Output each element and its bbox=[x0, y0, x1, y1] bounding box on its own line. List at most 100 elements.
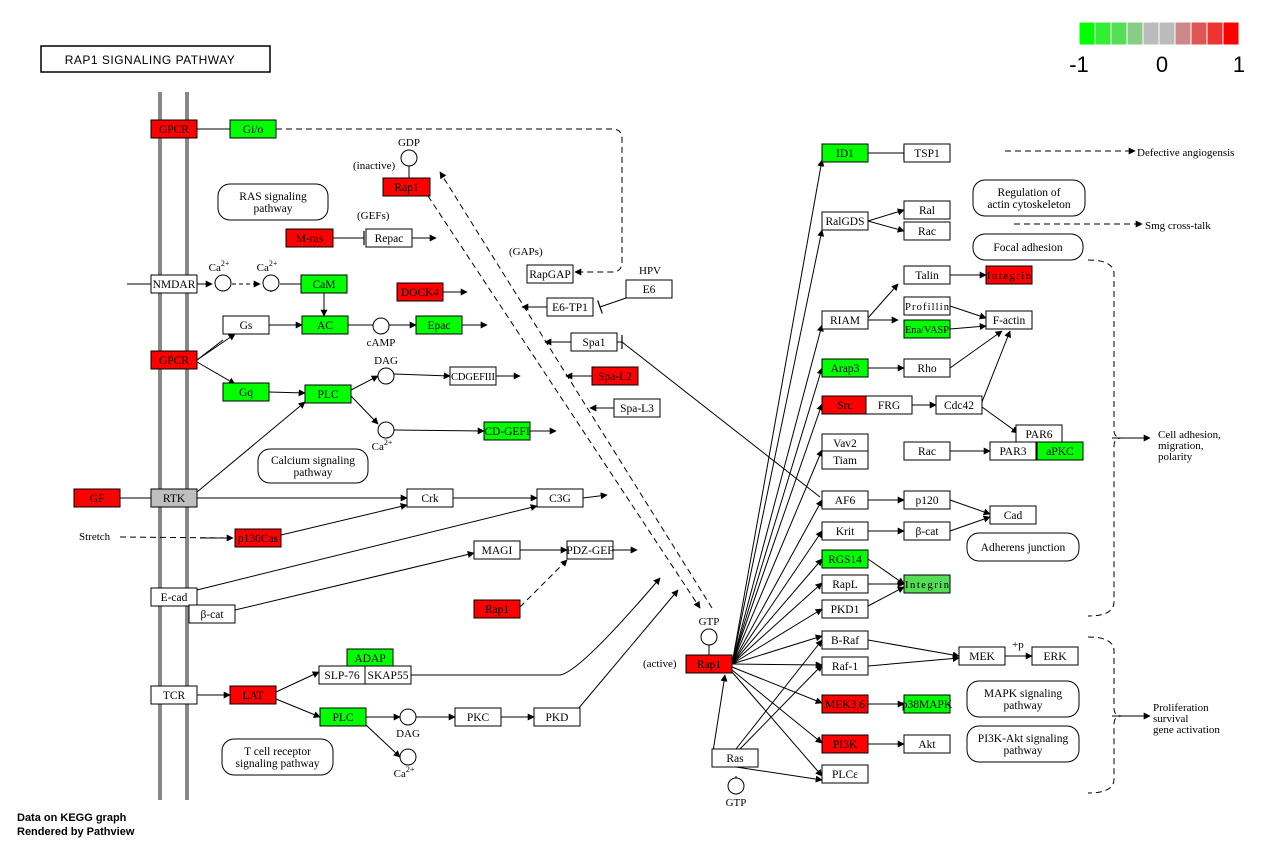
gene-node-rac1[interactable]: Rac bbox=[903, 221, 951, 241]
gene-node-akt[interactable]: Akt bbox=[903, 734, 951, 754]
gene-node-riam[interactable]: RIAM bbox=[821, 310, 869, 330]
gene-node-nmdar[interactable]: NMDAR bbox=[150, 274, 198, 294]
gene-node-rapgap[interactable]: RapGAP bbox=[526, 264, 574, 284]
compound-gtp2[interactable]: GTP bbox=[726, 777, 747, 809]
gene-node-arap3[interactable]: Arap3 bbox=[821, 358, 869, 378]
compound-gdp[interactable]: GDP bbox=[398, 137, 420, 167]
gene-node-ecad[interactable]: E-cad bbox=[150, 587, 198, 607]
gene-node-krit[interactable]: Krit bbox=[821, 521, 869, 541]
gene-node-ac[interactable]: AC bbox=[301, 315, 349, 335]
compound-camp[interactable]: cAMP bbox=[367, 317, 396, 349]
compound-gtp1[interactable]: GTP bbox=[699, 616, 720, 646]
gene-node-gq[interactable]: Gq bbox=[222, 382, 270, 402]
gene-node-apkc[interactable]: aPKC bbox=[1036, 441, 1084, 461]
gene-node-pkd1[interactable]: PKD1 bbox=[821, 599, 869, 619]
gene-node-lat[interactable]: LAT bbox=[229, 685, 277, 705]
compound-dag2[interactable]: DAG bbox=[396, 708, 420, 740]
gene-node-p120[interactable]: p120 bbox=[903, 490, 951, 510]
compound-ca3[interactable]: Ca2+ bbox=[372, 421, 395, 453]
gene-node-c3g[interactable]: C3G bbox=[536, 488, 584, 508]
gene-node-factin[interactable]: F-actin bbox=[985, 310, 1033, 330]
gene-node-rap1_in[interactable]: Rap1 bbox=[382, 177, 431, 197]
gene-node-integrin2[interactable]: Integrin bbox=[903, 574, 951, 594]
gene-node-vav2[interactable]: Vav2 bbox=[821, 433, 869, 453]
gene-node-plce[interactable]: PLCε bbox=[821, 764, 869, 784]
gene-node-pkd[interactable]: PKD bbox=[533, 707, 581, 727]
gene-node-bcat2[interactable]: β-cat bbox=[903, 521, 951, 541]
gene-node-erk[interactable]: ERK bbox=[1031, 646, 1079, 666]
gene-node-repac[interactable]: Repac bbox=[365, 228, 413, 248]
gene-node-spa1[interactable]: Spa1 bbox=[570, 332, 618, 352]
gene-node-rap1_act[interactable]: Rap1 bbox=[685, 654, 733, 674]
gene-node-bcat1[interactable]: β-cat bbox=[188, 604, 236, 624]
gene-node-cdc42[interactable]: Cdc42 bbox=[935, 395, 983, 415]
gene-node-p38[interactable]: p38MAPK bbox=[902, 694, 953, 714]
gene-node-tcr[interactable]: TCR bbox=[150, 685, 198, 705]
gene-node-pi3k[interactable]: PI3K bbox=[821, 734, 869, 754]
gene-node-ralgds[interactable]: RalGDS bbox=[821, 211, 869, 231]
gene-node-mek[interactable]: MEK bbox=[958, 646, 1006, 666]
gene-node-spal3[interactable]: Spa-L3 bbox=[613, 398, 661, 418]
gene-node-slp76[interactable]: SLP-76 bbox=[318, 665, 366, 685]
gene-node-magi[interactable]: MAGI bbox=[473, 540, 521, 560]
gene-node-adap[interactable]: ADAP bbox=[346, 648, 394, 668]
gene-node-rap1_b[interactable]: Rap1 bbox=[473, 599, 521, 619]
pathway-link-adherens[interactable]: Adherens junction bbox=[966, 532, 1080, 562]
gene-node-tiam[interactable]: Tiam bbox=[821, 450, 869, 470]
gene-node-af6[interactable]: AF6 bbox=[821, 490, 869, 510]
gene-node-pkc[interactable]: PKC bbox=[454, 707, 502, 727]
gene-node-plc1[interactable]: PLC bbox=[304, 384, 352, 404]
gene-node-gs[interactable]: Gs bbox=[222, 315, 270, 335]
gene-node-tsp1[interactable]: TSP1 bbox=[903, 143, 951, 163]
gene-node-skap55[interactable]: SKAP55 bbox=[364, 665, 412, 685]
gene-node-plc2[interactable]: PLC bbox=[319, 707, 367, 727]
gene-node-dock4[interactable]: DOCK4 bbox=[396, 282, 444, 302]
gene-node-crk[interactable]: Crk bbox=[406, 488, 454, 508]
gene-node-cdgef3[interactable]: CDGEFIII bbox=[449, 366, 497, 386]
gene-node-cad[interactable]: Cad bbox=[989, 505, 1037, 525]
gene-node-p130cas[interactable]: p130Cas bbox=[234, 528, 282, 548]
pathway-link-focal[interactable]: Focal adhesion bbox=[972, 233, 1084, 261]
gene-node-raf1[interactable]: Raf-1 bbox=[821, 656, 869, 676]
gene-node-gpcr1[interactable]: GPCR bbox=[150, 119, 198, 139]
gene-node-cdgef1[interactable]: CD-GEFI bbox=[483, 421, 531, 441]
gene-node-ral[interactable]: Ral bbox=[903, 200, 951, 220]
edge-line bbox=[949, 330, 1003, 369]
gene-node-mekk36[interactable]: MEK3,6 bbox=[821, 694, 869, 714]
gene-node-mras[interactable]: M-ras bbox=[285, 228, 334, 248]
compound-ca1[interactable]: Ca2+ bbox=[209, 259, 232, 292]
gene-node-profilin[interactable]: Profillin bbox=[903, 296, 951, 316]
gene-node-gf[interactable]: GF bbox=[73, 488, 121, 508]
gene-node-integrin1[interactable]: Integrin bbox=[985, 265, 1033, 285]
gene-node-e6[interactable]: E6 bbox=[625, 279, 673, 299]
compound-dag1[interactable]: DAG bbox=[374, 355, 398, 385]
gene-node-par3[interactable]: PAR3 bbox=[989, 441, 1037, 461]
gene-node-src[interactable]: Src bbox=[821, 395, 869, 415]
gene-node-par6[interactable]: PAR6 bbox=[1015, 424, 1063, 444]
gene-node-epac[interactable]: Epac bbox=[415, 315, 463, 335]
gene-node-gio[interactable]: Gi/o bbox=[229, 119, 277, 139]
compound-ca2[interactable]: Ca2+ bbox=[257, 259, 280, 292]
gene-node-rgs14[interactable]: RGS14 bbox=[821, 549, 869, 569]
gene-node-frg[interactable]: FRG bbox=[865, 395, 913, 415]
gene-node-enavasp[interactable]: Ena/VASP bbox=[903, 319, 951, 339]
gene-node-rho[interactable]: Rho bbox=[903, 358, 951, 378]
gene-node-id1[interactable]: ID1 bbox=[821, 143, 869, 163]
gene-node-cam[interactable]: CaM bbox=[300, 274, 348, 294]
gene-node-talin[interactable]: Talin bbox=[903, 265, 951, 285]
gene-node-rtk[interactable]: RTK bbox=[150, 488, 198, 508]
gene-node-braf[interactable]: B-Raf bbox=[821, 630, 869, 650]
gene-node-gpcr2[interactable]: GPCR bbox=[150, 350, 198, 370]
gene-node-spal2[interactable]: Spa-L2 bbox=[591, 366, 639, 386]
gene-node-e6tp1[interactable]: E6-TP1 bbox=[546, 297, 594, 317]
gene-node-pdzgef[interactable]: PDZ-GEF bbox=[566, 540, 614, 560]
gene-node-rapl[interactable]: RapL bbox=[821, 574, 869, 594]
gene-node-ras[interactable]: Ras bbox=[711, 748, 759, 768]
gene-node-rac2[interactable]: Rac bbox=[903, 441, 951, 461]
